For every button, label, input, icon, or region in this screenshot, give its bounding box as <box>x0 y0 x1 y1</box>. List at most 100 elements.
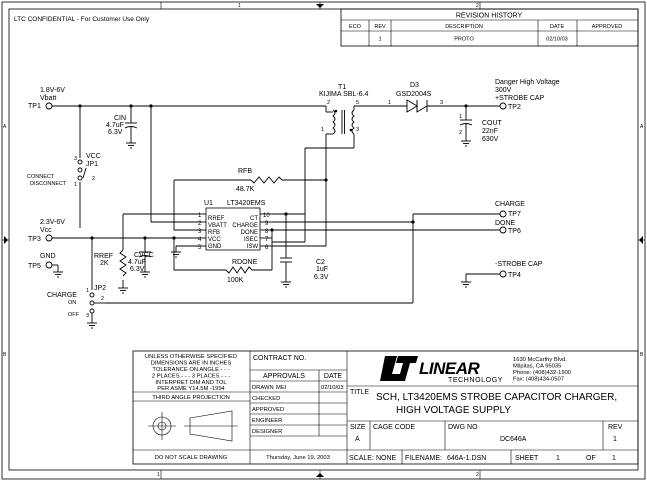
tp4-net: -STROBE CAP <box>495 261 543 268</box>
tolerance-note-4: 2 PLACES - - - 3 PLACES - - - <box>152 374 230 380</box>
zone-letter-right-a: A <box>640 124 644 130</box>
cout-ref: COUT <box>482 120 503 127</box>
tp2-label: TP2 <box>508 104 521 111</box>
rev-col-approved: APPROVED <box>592 24 623 30</box>
ic-pin-num-3: 3 <box>198 229 202 235</box>
rev-label: REV <box>608 424 623 431</box>
tolerance-note-1: UNLESS OTHERWISE SPECIFIED <box>145 354 237 360</box>
jp1-jumper <box>77 159 87 181</box>
jp1-position-connect: CONNECT <box>27 174 55 180</box>
schematic-wires <box>52 99 500 329</box>
tolerance-note-2: DIMENSIONS ARE IN INCHES <box>151 361 232 367</box>
jp1-name: VCC <box>86 153 101 160</box>
jp2-pin-3: 3 <box>86 313 89 319</box>
title-line-1: SCH, LT3420EMS STROBE CAPACITOR CHARGER, <box>376 392 617 403</box>
jp2-position-on: ON <box>68 300 76 306</box>
jp1-pin-2: 2 <box>92 176 95 182</box>
t1-pin-5: 5 <box>356 100 359 106</box>
ic-pin-num-1: 1 <box>198 213 202 219</box>
tp7-net: CHARGE <box>495 201 525 208</box>
ic-pin-num-6: 6 <box>265 245 269 251</box>
t1-part: KIJIMA SBL-6.4 <box>319 91 369 98</box>
d3-ref: D3 <box>410 82 419 89</box>
t1-pin-1: 1 <box>321 127 324 133</box>
rref-value: 2K <box>100 260 109 267</box>
scale-value: NONE <box>376 455 397 462</box>
tolerance-note-6: PER ASME Y14.5M -1994 <box>157 386 225 392</box>
rdone-ref: RDONE <box>232 259 258 266</box>
linear-logo-icon <box>380 356 418 381</box>
cage-code-label: CAGE CODE <box>373 424 415 431</box>
ic-pin-name-charge: CHARGE <box>232 223 258 229</box>
output-net: +STROBE CAP <box>495 95 545 102</box>
rdone-value: 100K <box>227 277 244 284</box>
print-date: Thursday, June 19, 2003 <box>266 455 330 461</box>
drawing-frame <box>1 1 646 480</box>
revision-history-title: REVISION HISTORY <box>456 13 523 20</box>
tp7-label: TP7 <box>508 211 521 218</box>
t1-ref: T1 <box>338 84 346 91</box>
ic-pin-num-10: 10 <box>263 213 270 219</box>
sheet-label: SHEET <box>515 455 539 462</box>
t1-pin-3: 3 <box>356 127 359 133</box>
zone-letter-right-b: B <box>640 352 644 358</box>
tolerance-note-5: INTERPRET DIM AND TOL <box>155 380 227 386</box>
approvals-date-header: DATE <box>324 373 342 380</box>
rev-col-rev: REV <box>374 24 386 30</box>
tp5-label: TP5 <box>28 263 41 270</box>
ic-ref: U1 <box>204 200 213 207</box>
jp2-ref: JP2 <box>94 285 106 292</box>
approval-role-drawn: DRAWN <box>252 385 274 391</box>
title-line-2: HIGH VOLTAGE SUPPLY <box>396 405 511 416</box>
tp6-label: TP6 <box>508 228 521 235</box>
do-not-scale: DO NOT SCALE DRAWING <box>155 455 228 461</box>
rev-row-date: 02/10/03 <box>546 37 567 43</box>
tp1-net-line-2: Vbatt <box>40 95 56 102</box>
jp2-pin-2: 2 <box>101 296 104 302</box>
tp3-net-line-1: 2.3V-6V <box>40 219 65 226</box>
tp1-label: TP1 <box>28 103 41 110</box>
approval-date-drawn: 02/10/03 <box>321 385 344 391</box>
ic-pin-num-8: 8 <box>265 229 269 235</box>
ic-u1-body <box>205 207 261 251</box>
rev-col-date: DATE <box>550 24 565 30</box>
output-voltage: 300V <box>495 87 512 94</box>
zone-number-bottom-right: 2 <box>476 472 479 478</box>
jp2-jumper <box>89 292 98 314</box>
size-label: SIZE <box>350 424 366 431</box>
jp1-ref: JP1 <box>86 161 98 168</box>
ic-pin-name-done: DONE <box>241 230 258 236</box>
approval-role-checked: CHECKED <box>252 396 280 402</box>
test-point-circles <box>45 102 507 278</box>
cout-value-2: 630V <box>482 136 499 143</box>
output-warning: Danger High Voltage <box>495 79 560 86</box>
title-label: TITLE <box>350 389 369 396</box>
filename-value: 646A-1.DSN <box>447 455 486 462</box>
company-address-1: 1630 McCarthy Blvd. <box>513 357 567 363</box>
ic-pin-name-gnd: GND <box>208 244 222 250</box>
ic-pin-name-vbatt: VBATT <box>208 223 227 229</box>
ic-part: LT3420EMS <box>227 200 266 207</box>
approval-role-designer: DESIGNER <box>252 429 282 435</box>
ic-pin-name-rfb: RFB <box>208 230 220 236</box>
ic-pin-num-9: 9 <box>265 221 269 227</box>
zone-number-top-left: 1 <box>238 3 241 9</box>
ic-pin-num-2: 2 <box>198 221 202 227</box>
junction-dots <box>78 104 468 240</box>
rfb-value: 48.7K <box>236 186 255 193</box>
company-logo-text: LINEAR <box>419 359 481 378</box>
cin-ref: CIN <box>114 115 126 122</box>
company-address-2: Milpitas, CA 95035 <box>513 364 561 370</box>
company-address-4: Fax: (408)434-0507 <box>513 377 564 383</box>
tp5-net: GND <box>40 253 56 260</box>
company-logo-subtext: TECHNOLOGY <box>448 377 503 384</box>
rfb-ref: RFB <box>238 168 252 175</box>
tp1-net-line-1: 1.8V-6V <box>40 87 65 94</box>
jp2-pin-1: 1 <box>86 288 89 294</box>
cout-pin-1: 1 <box>459 114 462 120</box>
rev-col-eco: ECO <box>349 24 362 30</box>
of-value: 1 <box>612 455 616 462</box>
d3-part: GSD2004S <box>396 91 432 98</box>
cout-pin-2: 2 <box>459 130 462 136</box>
